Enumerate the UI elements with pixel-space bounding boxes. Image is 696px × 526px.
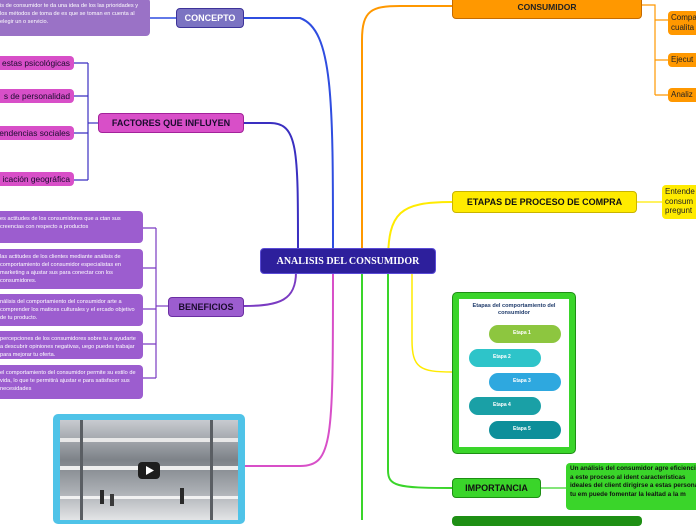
infografia-image: Etapas del comportamiento del consumidor… (459, 299, 569, 447)
beneficios-node[interactable]: BENEFICIOS (168, 297, 244, 317)
play-button[interactable] (138, 462, 160, 479)
etapas-node[interactable]: ETAPAS DE PROCESO DE COMPRA (452, 191, 637, 213)
concepto-text-card[interactable]: is de consumidor te da una idea de los l… (0, 0, 150, 36)
concepto-text: is de consumidor te da una idea de los l… (0, 3, 139, 26)
green-branch-node[interactable] (452, 516, 642, 526)
etapas-label: ETAPAS DE PROCESO DE COMPRA (466, 197, 623, 207)
beneficio-text: es actitudes de los consumidores que a c… (0, 216, 121, 231)
infografia-step: Etapa 1 (489, 325, 561, 343)
beneficio-item[interactable]: las actitudes de los clientes mediante a… (0, 249, 143, 289)
como-item-label: Compa cualita (671, 13, 696, 32)
etapas-note-text: Entende consum pregunt (665, 187, 695, 216)
root-topic-label: ANALISIS DEL CONSUMIDOR (276, 255, 420, 267)
factor-item-label: endencias sociales (0, 128, 70, 138)
concepto-node[interactable]: CONCEPTO (176, 8, 244, 28)
como-item-label: Ejecut (671, 55, 694, 64)
factor-item-label: icación geográfica (2, 174, 70, 184)
como-node[interactable]: CÓMO REALIZAR UN ANÁLISIS DE CONSUMIDOR (452, 0, 642, 19)
concepto-label: CONCEPTO (184, 13, 236, 23)
factor-item[interactable]: endencias sociales (0, 126, 74, 140)
beneficio-item[interactable]: nálisis del comportamiento del consumido… (0, 294, 143, 326)
como-item[interactable]: Compa cualita (668, 11, 696, 35)
como-item[interactable]: Analiz (668, 88, 696, 102)
importancia-node[interactable]: IMPORTANCIA (452, 478, 541, 498)
como-item-label: Analiz (671, 90, 693, 99)
importancia-text-card[interactable]: Un análisis del consumidor agre eficienc… (566, 463, 696, 510)
beneficio-text: percepciones de los consumidores sobre t… (0, 336, 136, 359)
infografia-step: Etapa 5 (489, 421, 561, 439)
importancia-text: Un análisis del consumidor agre eficienc… (570, 465, 696, 498)
factor-item-label: estas psicológicas (2, 58, 70, 68)
factores-label: FACTORES QUE INFLUYEN (111, 118, 231, 128)
factor-item[interactable]: estas psicológicas (0, 56, 74, 70)
beneficio-item[interactable]: es actitudes de los consumidores que a c… (0, 211, 143, 243)
beneficio-item[interactable]: el comportamiento del consumidor permite… (0, 365, 143, 399)
infografia-title: Etapas del comportamiento del consumidor (472, 303, 556, 317)
beneficio-text: las actitudes de los clientes mediante a… (0, 254, 121, 285)
video-card[interactable] (53, 414, 245, 524)
factor-item[interactable]: icación geográfica (0, 172, 74, 186)
importancia-label: IMPORTANCIA (465, 483, 528, 493)
infografia-card[interactable]: Etapas del comportamiento del consumidor… (452, 292, 576, 454)
play-icon (146, 466, 154, 475)
root-topic[interactable]: ANALISIS DEL CONSUMIDOR (260, 248, 436, 274)
infografia-step: Etapa 3 (489, 373, 561, 391)
infografia-step: Etapa 4 (469, 397, 541, 415)
beneficios-label: BENEFICIOS (178, 302, 234, 312)
como-label: CÓMO REALIZAR UN ANÁLISIS DE CONSUMIDOR (476, 0, 618, 12)
video-thumbnail (60, 420, 238, 520)
como-item[interactable]: Ejecut (668, 53, 696, 67)
beneficio-text: nálisis del comportamiento del consumido… (0, 299, 135, 322)
beneficio-text: el comportamiento del consumidor permite… (0, 370, 136, 393)
beneficio-item[interactable]: percepciones de los consumidores sobre t… (0, 331, 143, 359)
factores-node[interactable]: FACTORES QUE INFLUYEN (98, 113, 244, 133)
etapas-note[interactable]: Entende consum pregunt (662, 185, 696, 219)
factor-item[interactable]: s de personalidad (0, 89, 74, 103)
infografia-step: Etapa 2 (469, 349, 541, 367)
factor-item-label: s de personalidad (3, 91, 70, 101)
